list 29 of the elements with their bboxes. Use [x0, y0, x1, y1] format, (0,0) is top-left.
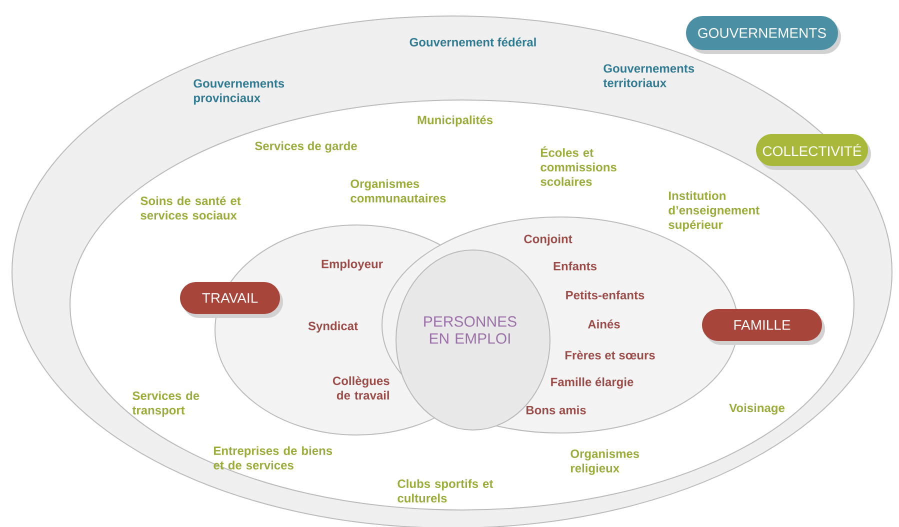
group-label: Gouvernement fédéral	[410, 38, 536, 46]
group-label: Écoles et commissions scolaires	[540, 146, 616, 186]
group-label: Employeur	[322, 259, 383, 271]
group-label: Frères et sœurs	[565, 350, 655, 360]
group-label: Institution d’enseignement supérieur	[668, 191, 760, 232]
group-label: Municipalités	[418, 115, 493, 127]
group-label: Famille élargie	[551, 377, 634, 389]
group-label: Conjoint	[524, 234, 572, 246]
group-label: Organismes communautaires	[350, 179, 446, 202]
group-label: Ainés	[588, 320, 620, 328]
category-pill: TRAVAIL	[180, 282, 283, 318]
category-pill: GOUVERNEMENTS	[686, 16, 841, 54]
group-label: Bons amis	[526, 406, 586, 414]
group-label: Soins de santé et services sociaux	[140, 196, 241, 220]
group-label: Clubs sportifs et culturels	[398, 479, 494, 502]
group-label: Collègues de travail	[332, 376, 390, 400]
group-label: Voisinage	[729, 403, 784, 415]
group-label: Organismes religieux	[570, 449, 640, 475]
group-label: PERSONNES EN EMPLOI	[424, 316, 516, 344]
category-pill: COLLECTIVITÉ	[756, 134, 871, 170]
group-label: Gouvernements territoriaux	[603, 64, 694, 88]
group-label: Syndicat	[308, 321, 358, 333]
group-label: Services de garde	[255, 141, 357, 153]
group-label: Services de transport	[132, 391, 200, 417]
group-label: Petits-enfants	[566, 290, 644, 300]
group-label: Entreprises de biens et de services	[214, 446, 332, 470]
category-pill: FAMILLE	[702, 308, 825, 345]
group-label: Gouvernements provinciaux	[194, 79, 284, 105]
group-label: Enfants	[554, 262, 597, 270]
